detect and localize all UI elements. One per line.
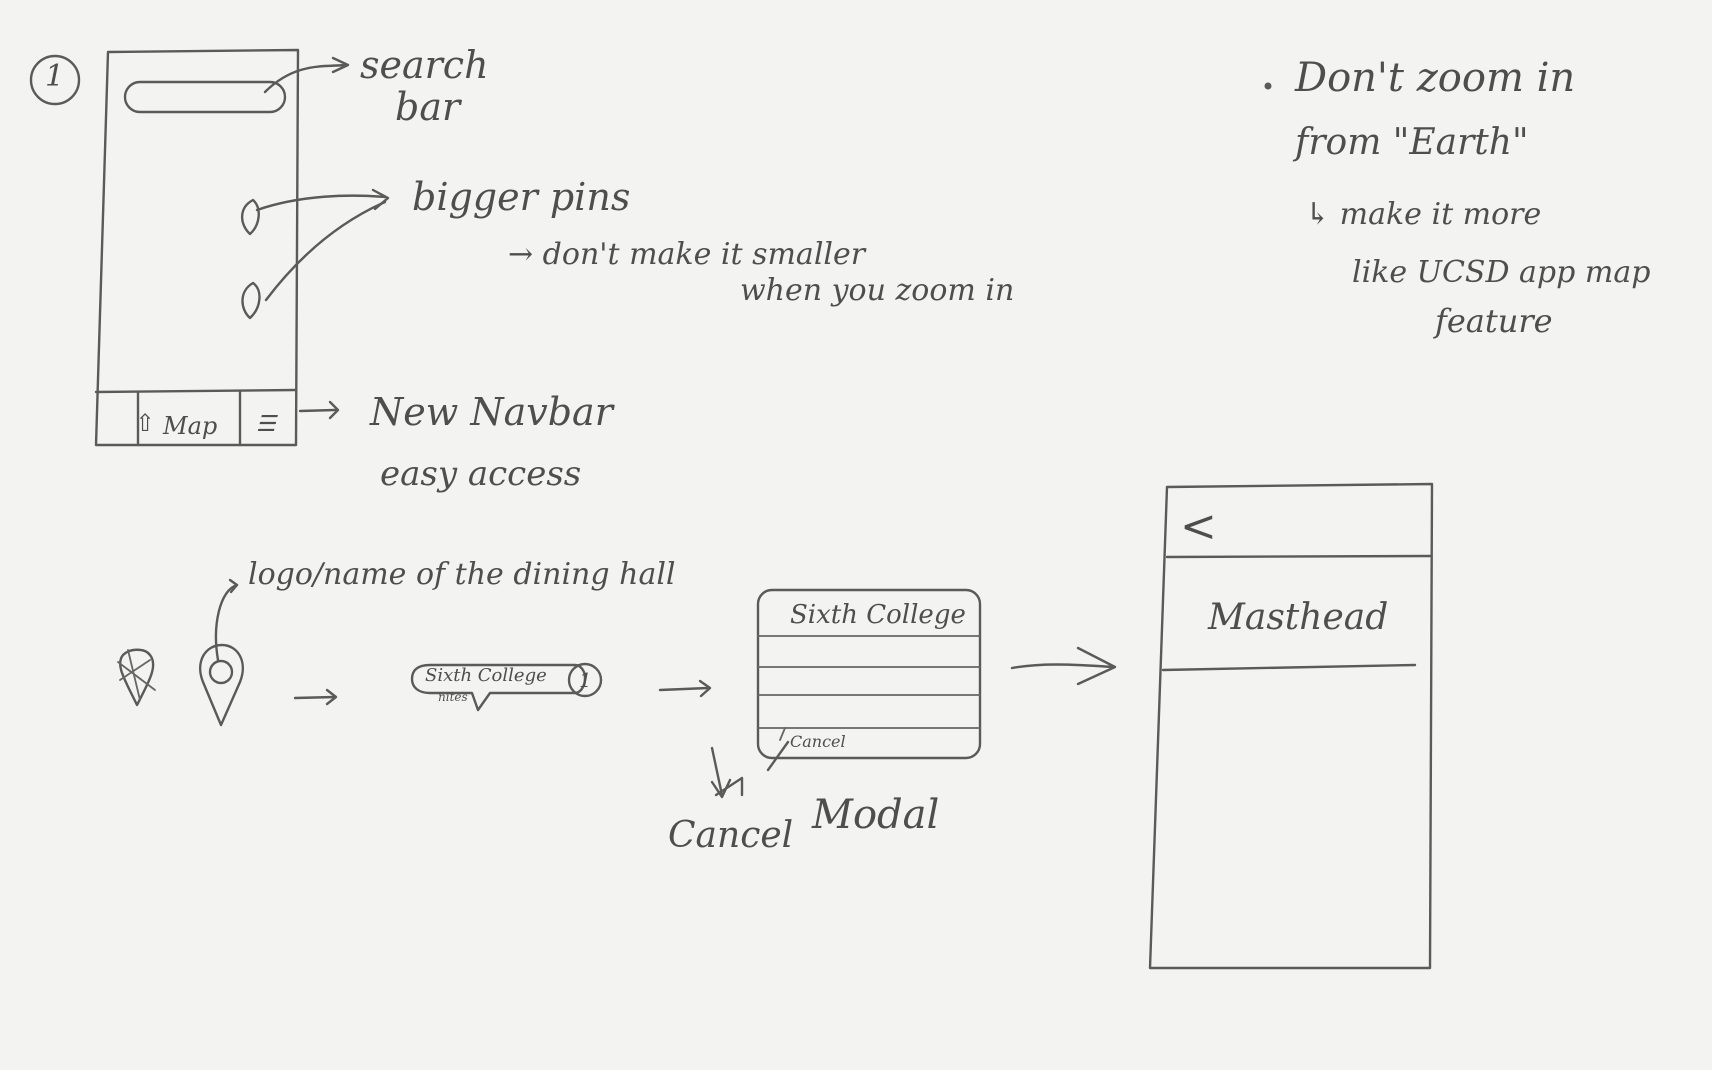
label-new-navbar: New Navbar <box>370 390 613 434</box>
arrow-head <box>331 56 350 74</box>
navbar-cell-dividers <box>136 390 242 447</box>
navbar-divider <box>94 388 298 394</box>
search-bar-shape <box>123 80 287 114</box>
label-bigger-pins: bigger pins <box>412 175 631 219</box>
count-circle <box>567 662 603 698</box>
arrow-pins <box>264 200 387 302</box>
phone-frame <box>94 48 300 447</box>
cancel-bracket <box>779 727 786 741</box>
label-feature: feature <box>1435 302 1553 340</box>
nav-menu-icon: ☰ <box>256 412 276 437</box>
step-circle <box>29 54 81 106</box>
arrow-logo <box>214 583 239 662</box>
detail-screen-mockup <box>1148 482 1434 970</box>
label-easy-access: easy access <box>380 454 582 494</box>
label-dont-make-smaller: → don't make it smaller <box>508 237 866 272</box>
label-make-it-more: ↳ make it more <box>1305 197 1542 232</box>
modal-row-dividers <box>757 635 981 729</box>
bubble-subtitle: nites <box>438 690 468 704</box>
bubble-title: Sixth College <box>425 665 547 686</box>
arrow-head <box>710 778 732 799</box>
label-from-earth: from "Earth" <box>1295 122 1529 163</box>
label-when-zoom: when you zoom in <box>740 273 1015 308</box>
phone-mockup <box>94 48 300 447</box>
label-modal: Modal <box>812 792 940 838</box>
modal-title: Sixth College <box>790 600 966 630</box>
arrow-head <box>371 188 390 211</box>
label-search: search <box>360 43 489 87</box>
arrow-head <box>1076 646 1117 686</box>
nav-map-label: Map <box>163 412 218 440</box>
label-masthead: Masthead <box>1208 597 1389 638</box>
masthead-divider <box>1161 663 1417 672</box>
map-pin-shape <box>241 281 261 320</box>
header-divider <box>1165 554 1433 559</box>
arrow-head <box>328 400 340 420</box>
map-pin-shape <box>240 198 260 236</box>
arrow-flow <box>658 686 710 692</box>
nav-home-icon: ⇧ <box>135 409 156 437</box>
label-bar: bar <box>395 85 461 129</box>
arrow-navbar <box>298 408 337 413</box>
modal-frame <box>756 588 982 760</box>
arrow-down <box>710 746 724 797</box>
scribble-lines <box>117 649 156 701</box>
arrow-head <box>228 578 239 594</box>
back-arrow-icon: < <box>1180 501 1217 552</box>
modal-mockup <box>756 588 982 760</box>
speech-bubble-shape <box>410 663 587 712</box>
arrow-head <box>325 688 338 706</box>
scribbled-pin-shape <box>118 648 155 707</box>
label-cancel: Cancel <box>668 815 794 856</box>
step-number: 1 <box>45 59 65 94</box>
arrow-cancel <box>766 740 790 772</box>
modal-cancel-button: Cancel <box>790 732 846 751</box>
label-logo-name: logo/name of the dining hall <box>248 557 676 592</box>
label-dont-zoom: Don't zoom in <box>1295 55 1576 101</box>
detail-screen-frame <box>1148 482 1434 970</box>
location-pin-hole <box>208 659 234 685</box>
arrow-search <box>263 63 347 94</box>
bullet-dot <box>1264 82 1272 90</box>
bubble-count: 1 <box>579 668 592 692</box>
location-pin-shape <box>199 643 245 727</box>
arrow-pins <box>255 194 387 212</box>
arrow-flow <box>293 695 337 700</box>
arrow-to-screen <box>1010 663 1114 670</box>
label-ucsd-app-map: like UCSD app map <box>1352 255 1651 290</box>
arrow-head <box>698 679 712 698</box>
